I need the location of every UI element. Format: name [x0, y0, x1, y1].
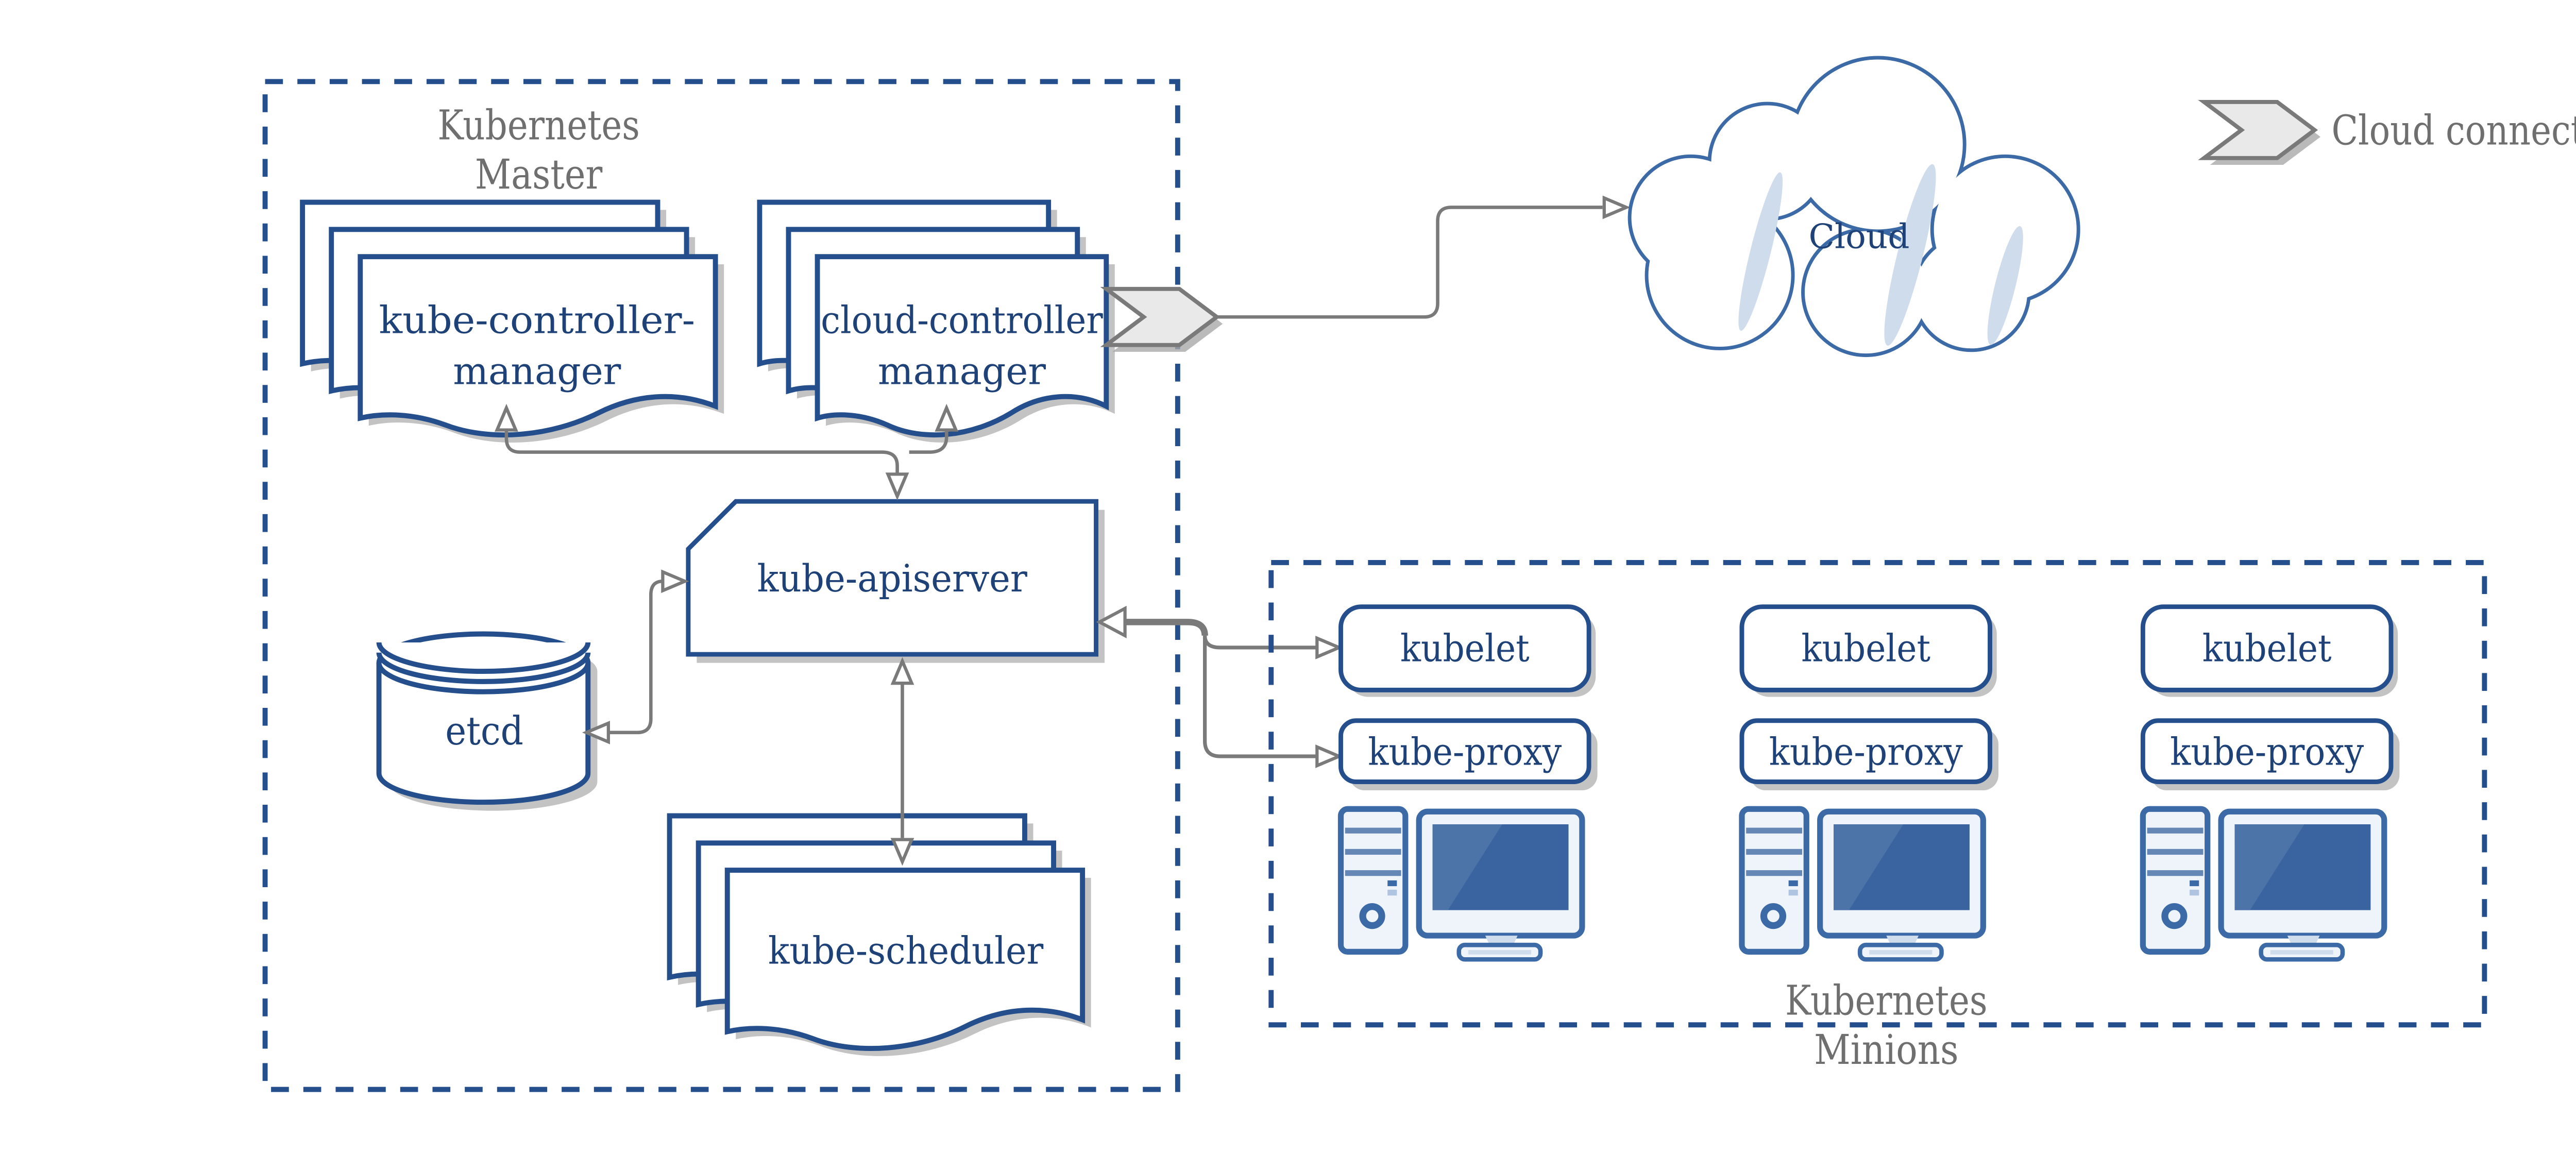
minion-column-2: [1742, 607, 1998, 960]
minions-title-line2: Minions: [1814, 1026, 1958, 1074]
etcd-node: etcd: [376, 631, 598, 811]
kube-controller-manager-label-line2: manager: [453, 350, 621, 394]
cloud-controller-manager-label-line2: manager: [878, 350, 1046, 394]
cloud-controller-manager-label-line1: cloud-controller: [821, 299, 1103, 343]
arrow-apiserver-scheduler: [893, 661, 911, 861]
kube-controller-manager-label-line1: kube-controller-: [379, 299, 696, 343]
legend-cloud-connector: Cloud connector: [2204, 102, 2576, 165]
arrow-ccm-to-cloud: [1216, 198, 1626, 319]
kube-scheduler-node: kube-scheduler: [670, 816, 1091, 1056]
master-boundary: [262, 79, 1180, 1092]
minion-column-1: [1341, 607, 1597, 960]
cloud-controller-manager-node: cloud-controller manager: [759, 202, 1114, 443]
kube-apiserver-node: kube-apiserver: [686, 499, 1105, 663]
cloud-connector-chevron-icon: [1106, 289, 1223, 352]
master-title-line1: Kubernetes: [437, 102, 640, 149]
kube-controller-manager-node: kube-controller- manager: [302, 202, 724, 443]
cloud-icon: [1628, 56, 2080, 358]
database-cylinder-icon: [376, 631, 598, 811]
kube-apiserver-label: kube-apiserver: [757, 557, 1027, 601]
chevron-icon: [2204, 102, 2321, 165]
kube-scheduler-label: kube-scheduler: [768, 929, 1044, 973]
arrow-apiserver-minions: [1099, 608, 1339, 766]
arrow-etcd-apiserver: [586, 572, 685, 742]
legend-label: Cloud connector: [2332, 107, 2576, 154]
arrow-controllers-to-apiserver: [497, 408, 956, 497]
minions-title-line1: Kubernetes: [1785, 977, 1988, 1024]
cloud-label: Cloud: [1809, 217, 1910, 257]
etcd-label: etcd: [445, 708, 523, 754]
master-title-line2: Master: [475, 151, 603, 198]
cloud-node: Cloud: [1628, 56, 2080, 358]
minion-column-3: [2143, 607, 2399, 960]
